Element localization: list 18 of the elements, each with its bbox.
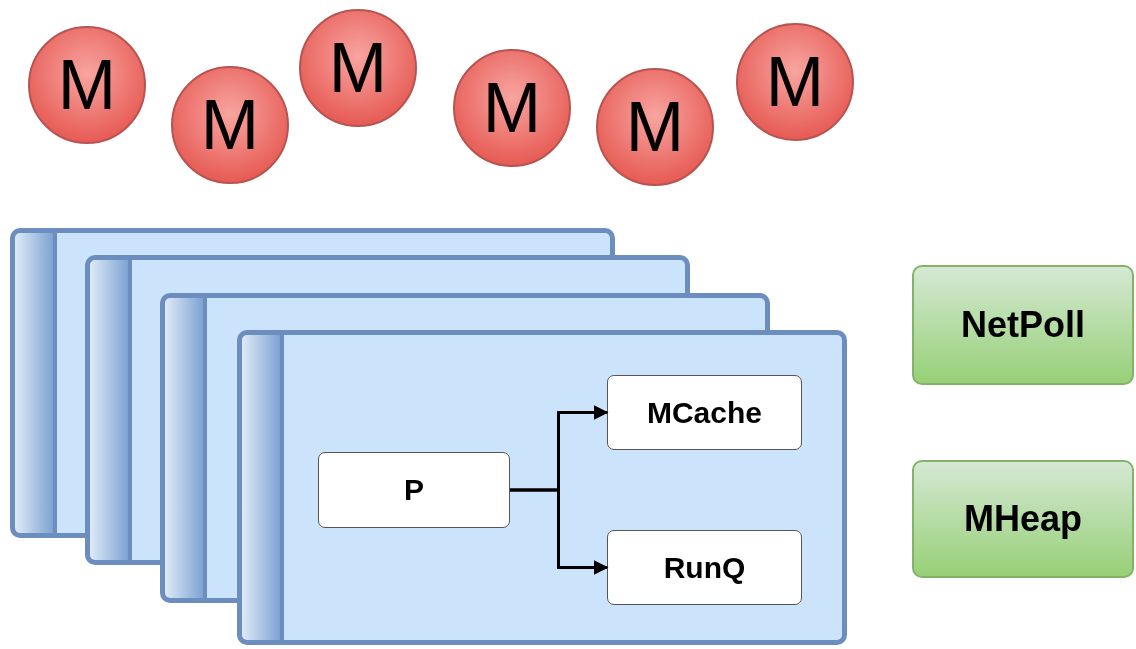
node-label: MHeap bbox=[964, 498, 1082, 540]
component-box bbox=[607, 530, 802, 605]
node-label: M bbox=[765, 47, 825, 117]
node-label: MCache bbox=[646, 395, 762, 430]
node-label: M bbox=[328, 33, 388, 103]
node-label: M bbox=[57, 50, 117, 120]
node-label: NetPoll bbox=[961, 304, 1085, 346]
component-box bbox=[912, 265, 1134, 385]
component-box bbox=[912, 460, 1134, 578]
component-box bbox=[318, 452, 510, 528]
node-label: P bbox=[404, 473, 424, 507]
node-label: M bbox=[482, 73, 542, 143]
node-label: M bbox=[625, 92, 685, 162]
component-box bbox=[607, 375, 802, 450]
node-label: M bbox=[200, 90, 260, 160]
arrow bbox=[510, 488, 609, 575]
processor-panel-stack bbox=[10, 228, 847, 645]
node-label: RunQ bbox=[663, 550, 746, 585]
